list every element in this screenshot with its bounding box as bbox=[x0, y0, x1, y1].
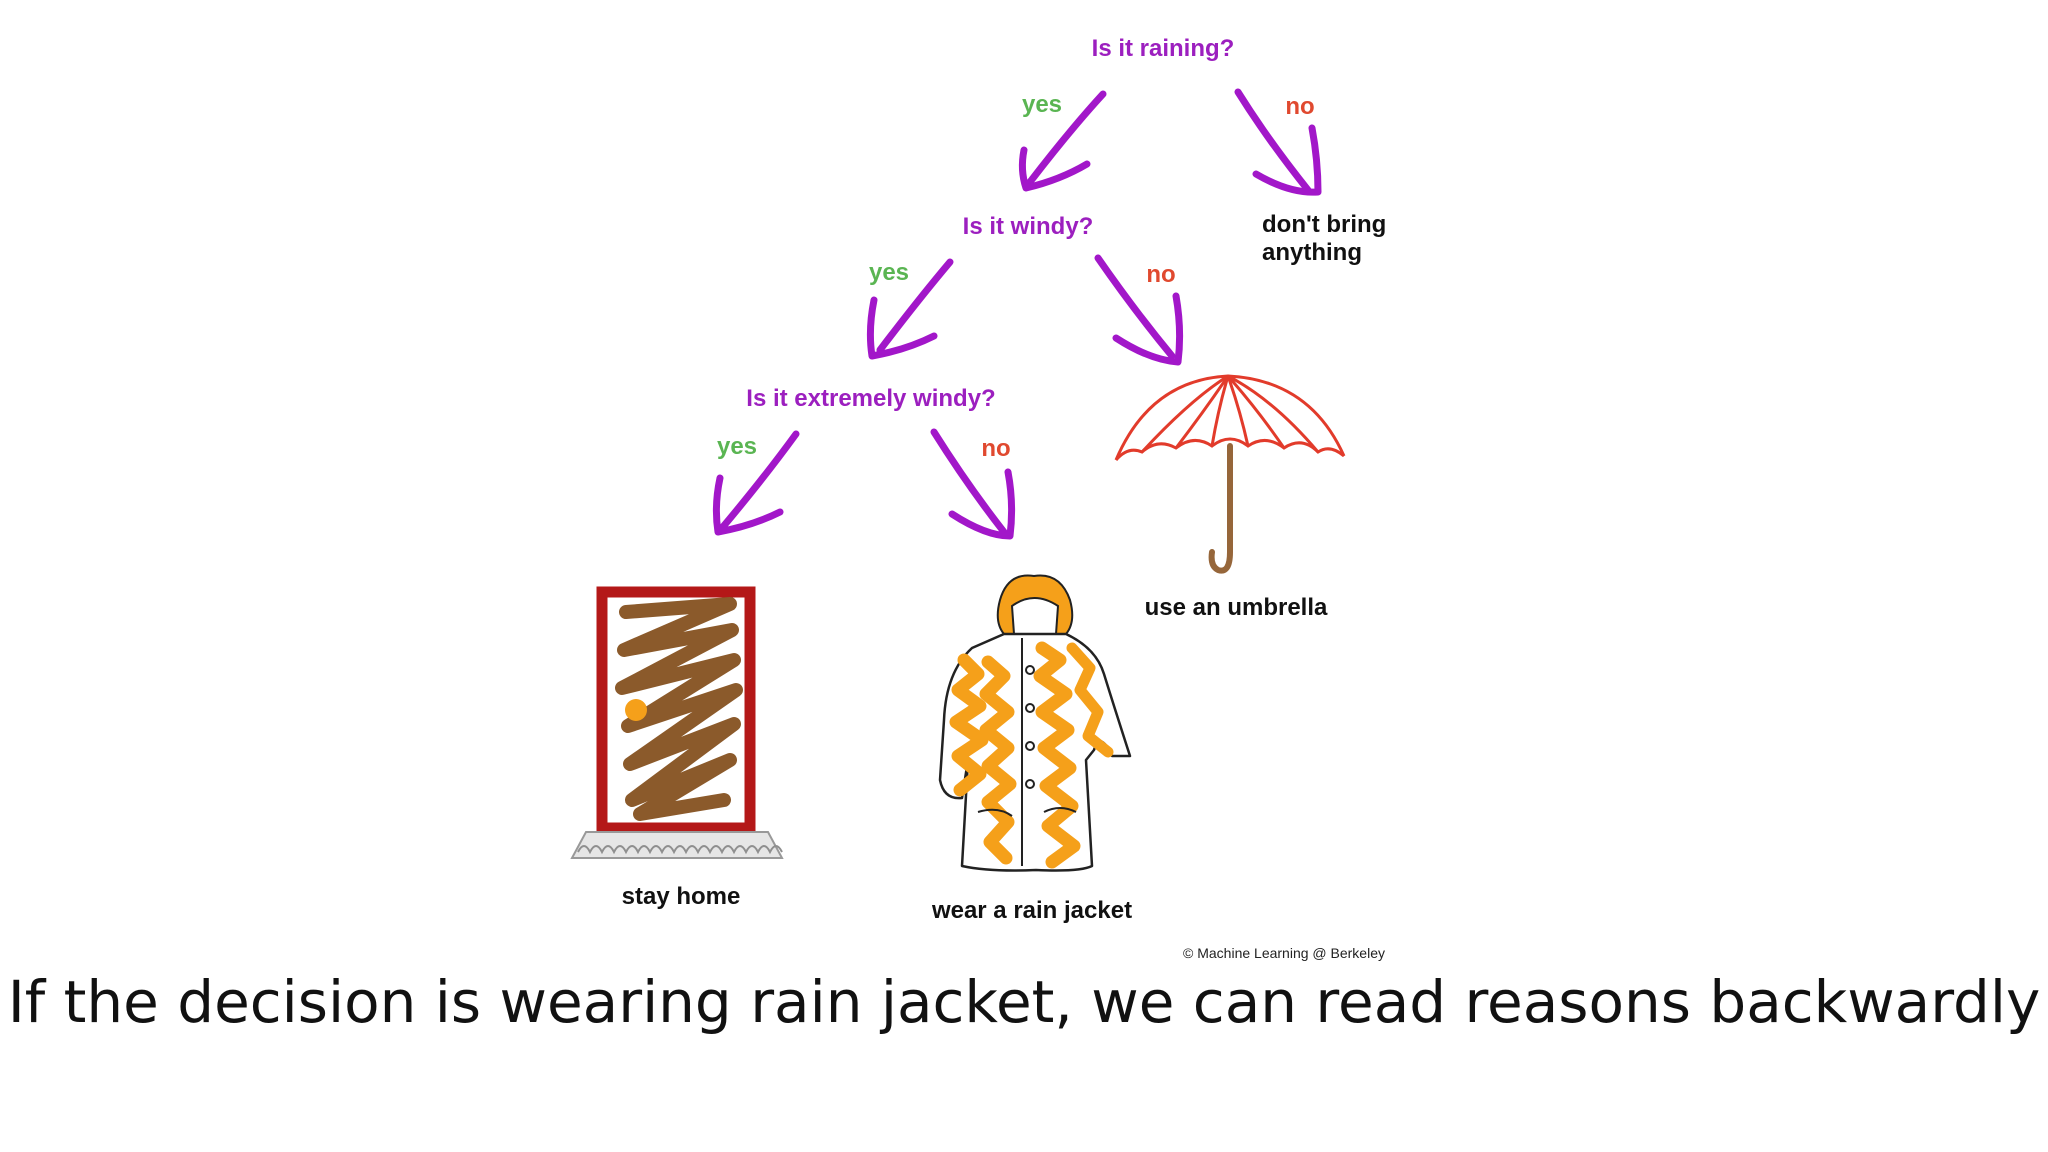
question-windy: Is it windy? bbox=[963, 213, 1094, 240]
copyright-text: © Machine Learning @ Berkeley bbox=[1183, 945, 1385, 961]
arrow-extremely-windy-no-icon bbox=[930, 428, 1016, 540]
edge-label-no-windy: no bbox=[1146, 261, 1175, 288]
arrow-windy-yes-icon bbox=[866, 258, 954, 360]
arrow-extremely-windy-yes-icon bbox=[712, 430, 800, 536]
rain-jacket-icon bbox=[938, 574, 1132, 872]
door-icon bbox=[570, 586, 784, 859]
edge-label-yes-extremely-windy: yes bbox=[717, 433, 757, 460]
edge-label-yes-windy: yes bbox=[869, 259, 909, 286]
leaf-stay-home: stay home bbox=[622, 883, 741, 910]
leaf-use-an-umbrella: use an umbrella bbox=[1145, 594, 1328, 621]
leaf-dont-bring-anything-line1: don't bring bbox=[1262, 211, 1386, 238]
question-raining: Is it raining? bbox=[1092, 35, 1235, 62]
umbrella-icon bbox=[1114, 374, 1346, 574]
arrow-raining-no-icon bbox=[1234, 88, 1322, 196]
edge-label-no-raining: no bbox=[1285, 93, 1314, 120]
question-extremely-windy: Is it extremely windy? bbox=[746, 385, 995, 412]
edge-label-no-extremely-windy: no bbox=[981, 435, 1010, 462]
arrow-windy-no-icon bbox=[1094, 254, 1184, 366]
slide-caption: If the decision is wearing rain jacket, … bbox=[7, 968, 2041, 1036]
edge-label-yes-raining: yes bbox=[1022, 91, 1062, 118]
leaf-dont-bring-anything-line2: anything bbox=[1262, 239, 1362, 266]
leaf-wear-a-rain-jacket: wear a rain jacket bbox=[931, 897, 1132, 924]
arrow-raining-yes-icon bbox=[1018, 90, 1107, 192]
